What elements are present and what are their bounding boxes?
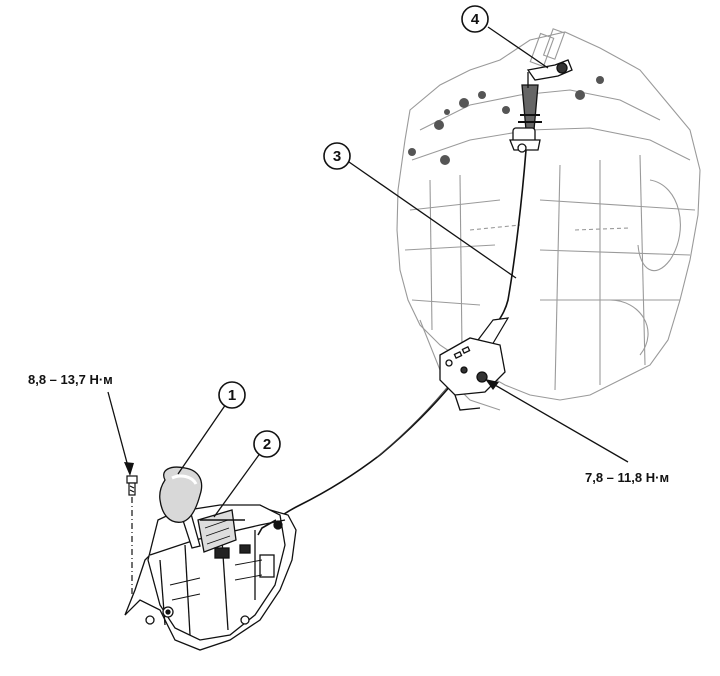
cable-bracket <box>439 337 506 411</box>
cable-upper-end <box>509 84 542 153</box>
leader-arrowheads <box>124 379 499 476</box>
select-lever <box>526 59 573 88</box>
svg-text:3: 3 <box>333 148 341 165</box>
callout-3: 3 <box>323 142 351 170</box>
engine-bolt-heads <box>408 76 604 165</box>
svg-text:1: 1 <box>228 387 236 404</box>
transaxle-top-stubs <box>529 28 566 68</box>
leader-lines <box>107 26 629 518</box>
callout-1: 1 <box>218 381 246 409</box>
shift-cable <box>275 149 527 521</box>
callout-4: 4 <box>461 5 489 33</box>
shifter-assembly <box>124 466 297 651</box>
callout-2: 2 <box>253 430 281 458</box>
shifter-mount-bolt <box>126 475 138 600</box>
svg-text:4: 4 <box>471 11 480 28</box>
torque-label-bracket: 7,8 – 11,8 Н·м <box>585 470 670 485</box>
svg-text:2: 2 <box>263 436 271 453</box>
torque-label-bolt: 8,8 – 13,7 Н·м <box>28 372 113 387</box>
